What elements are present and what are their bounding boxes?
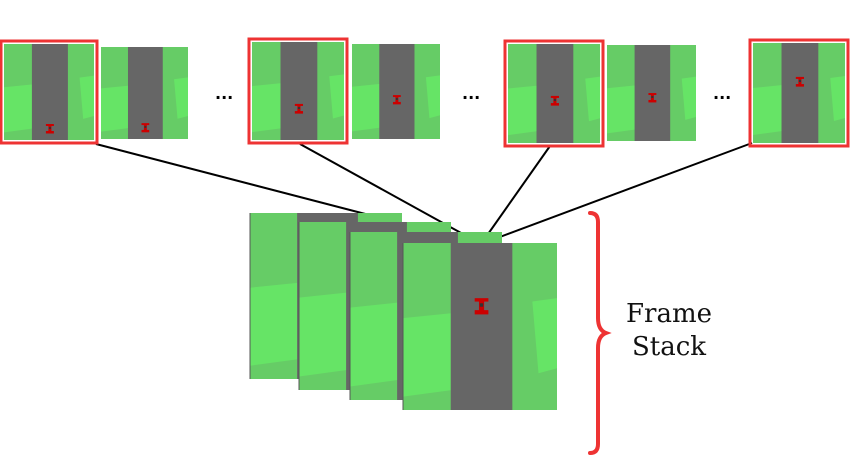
frame-highlight-3 — [247, 37, 349, 145]
frame-6 — [607, 45, 696, 141]
frame-5 — [508, 44, 600, 143]
frame-sequence-row — [0, 37, 850, 148]
frame-1 — [4, 44, 94, 140]
ellipsis-1: ... — [215, 84, 234, 103]
ellipsis-3: ... — [713, 84, 732, 103]
frame-stack-label: Frame Stack — [614, 298, 724, 364]
label-line-1: Frame — [625, 299, 712, 329]
road — [379, 44, 415, 139]
frame-3 — [252, 42, 344, 140]
frame-stack — [249, 213, 557, 410]
frame-2 — [101, 47, 188, 139]
frame-4 — [352, 44, 440, 139]
ellipsis-2: ... — [462, 84, 481, 103]
road — [781, 43, 819, 143]
connector-line-4 — [480, 142, 753, 245]
curly-brace — [588, 211, 612, 455]
road — [536, 44, 574, 143]
label-line-2: Stack — [631, 332, 707, 362]
road — [450, 243, 513, 410]
frame-highlight-1 — [0, 39, 99, 145]
connector-line-3 — [480, 145, 551, 245]
frame-7 — [753, 43, 845, 143]
road — [634, 45, 671, 141]
frame-highlight-7 — [748, 38, 850, 148]
stacked-frame-4 — [402, 243, 557, 410]
stack-brace — [588, 211, 612, 455]
road — [280, 42, 318, 140]
frame-highlight-5 — [503, 39, 605, 148]
